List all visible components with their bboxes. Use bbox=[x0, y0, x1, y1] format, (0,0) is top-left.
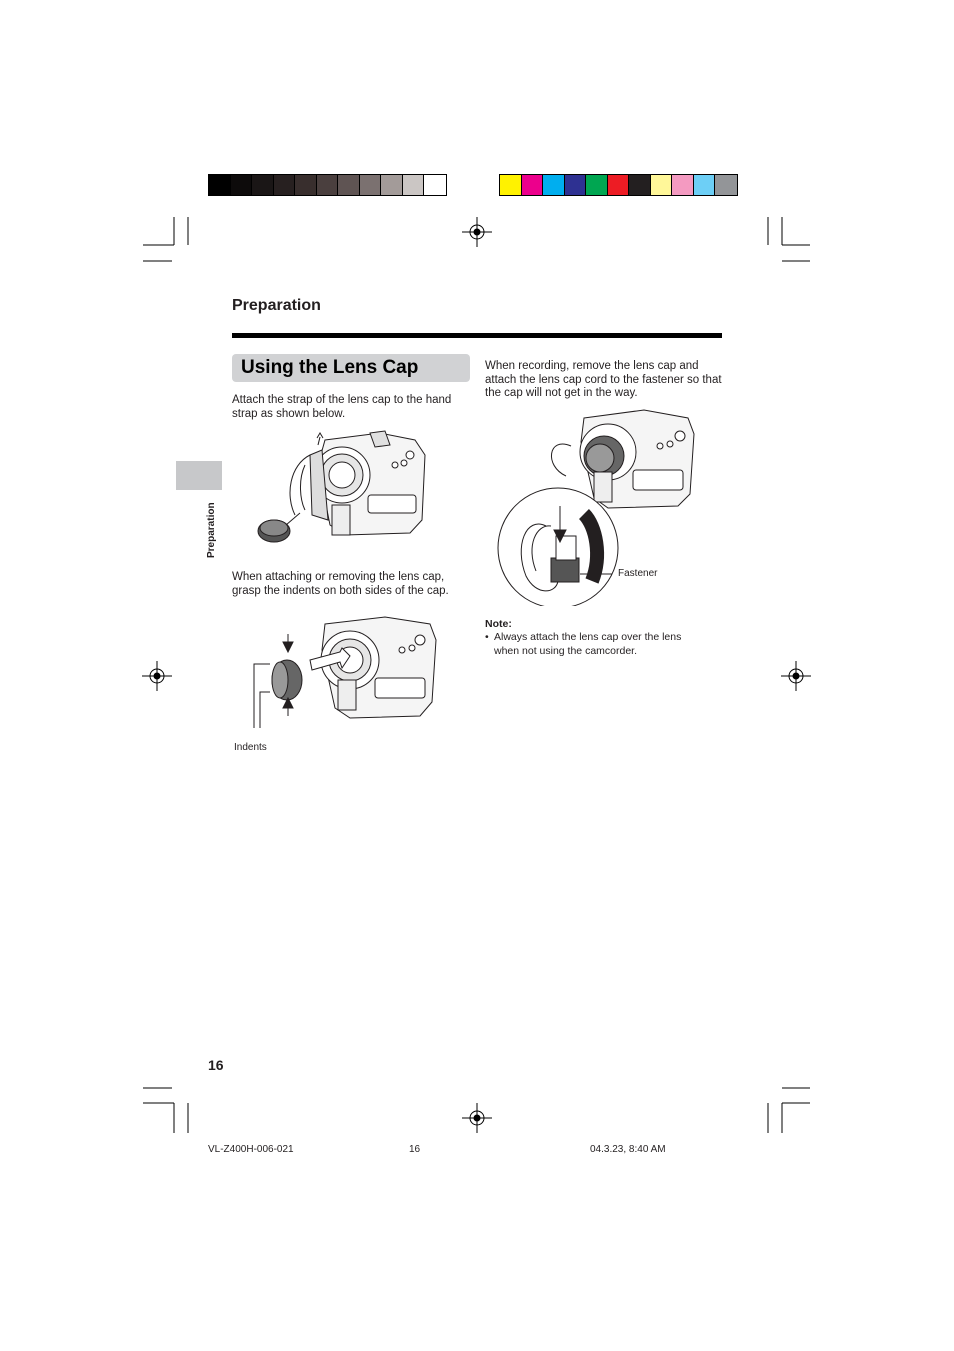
section-rule bbox=[232, 333, 722, 338]
illustration-fastener bbox=[497, 409, 695, 606]
label-indents: Indents bbox=[234, 742, 267, 753]
grayscale-swatch bbox=[295, 175, 317, 195]
note-title: Note: bbox=[485, 618, 512, 630]
note-bullet: • bbox=[485, 631, 489, 643]
note-item: Always attach the lens cap over the lens… bbox=[494, 631, 682, 657]
page-heading: Using the Lens Cap bbox=[241, 357, 419, 378]
color-swatch bbox=[715, 175, 737, 195]
page-number: 16 bbox=[208, 1057, 224, 1073]
grayscale-swatch bbox=[359, 175, 381, 195]
side-tab-label: Preparation bbox=[206, 502, 217, 558]
heading-box bbox=[232, 354, 470, 382]
color-bar bbox=[499, 174, 738, 196]
color-swatch bbox=[500, 175, 522, 195]
color-swatch bbox=[564, 175, 586, 195]
registration-mark-bottom bbox=[462, 1103, 492, 1133]
grayscale-swatch bbox=[424, 175, 446, 195]
grayscale-swatch bbox=[338, 175, 360, 195]
color-swatch bbox=[629, 175, 651, 195]
grayscale-bar bbox=[208, 174, 447, 196]
color-swatch bbox=[521, 175, 543, 195]
registration-mark-top bbox=[462, 217, 492, 247]
grayscale-swatch bbox=[273, 175, 295, 195]
registration-mark-left bbox=[142, 661, 172, 691]
grayscale-swatch bbox=[230, 175, 252, 195]
footer-doc-id: VL-Z400H-006-021 bbox=[208, 1144, 294, 1155]
footer-print-date: 04.3.23, 8:40 AM bbox=[590, 1144, 666, 1155]
grayscale-swatch bbox=[252, 175, 274, 195]
illustration-strap-attach bbox=[257, 430, 426, 543]
footer-print-page: 16 bbox=[409, 1144, 421, 1155]
section-title: Preparation bbox=[232, 297, 321, 314]
color-swatch bbox=[543, 175, 565, 195]
color-swatch bbox=[650, 175, 672, 195]
paragraph-recording: When recording, remove the lens cap and … bbox=[485, 360, 722, 399]
paragraph-grasp-indents: When attaching or removing the lens cap,… bbox=[232, 571, 449, 597]
grayscale-swatch bbox=[316, 175, 338, 195]
grayscale-swatch bbox=[381, 175, 403, 195]
color-swatch bbox=[586, 175, 608, 195]
label-fastener: Fastener bbox=[618, 568, 658, 579]
grayscale-swatch bbox=[402, 175, 424, 195]
illustration-indents bbox=[253, 616, 437, 728]
registration-mark-right bbox=[781, 661, 811, 691]
color-swatch bbox=[693, 175, 715, 195]
color-swatch bbox=[607, 175, 629, 195]
paragraph-attach-strap: Attach the strap of the lens cap to the … bbox=[232, 394, 452, 420]
grayscale-swatch bbox=[209, 175, 231, 195]
side-tab bbox=[176, 461, 222, 490]
color-swatch bbox=[672, 175, 694, 195]
